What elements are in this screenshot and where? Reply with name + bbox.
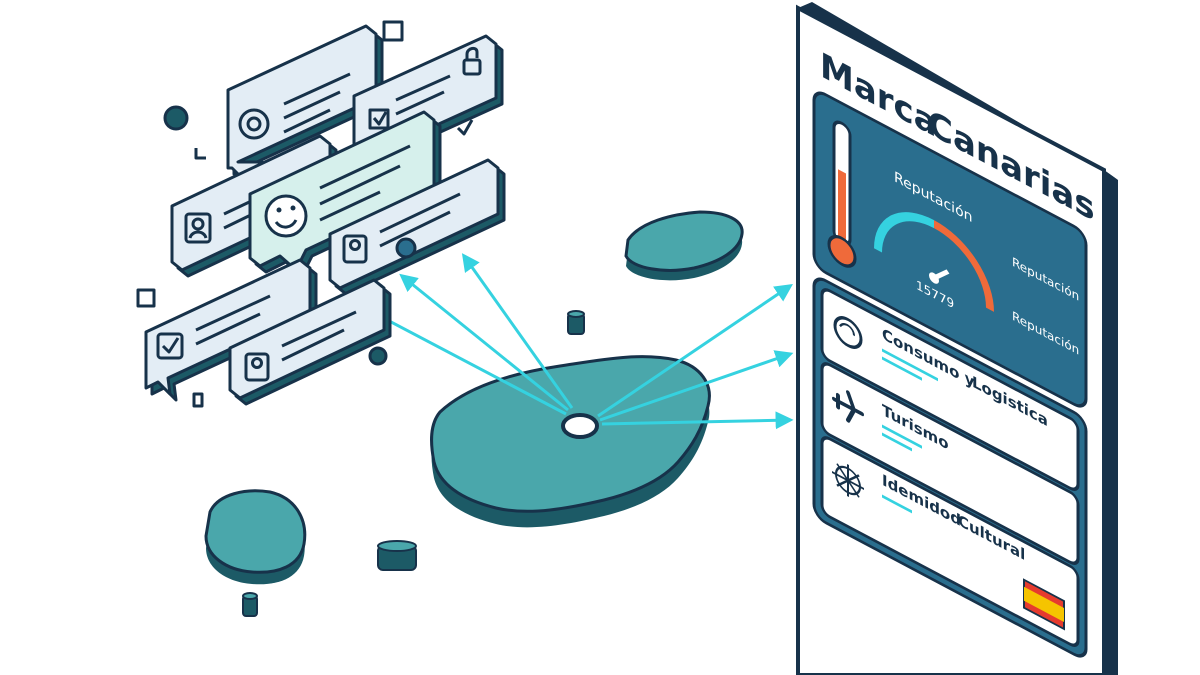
island-main bbox=[430, 355, 711, 528]
target-icon bbox=[238, 108, 270, 140]
connection-arrows bbox=[368, 253, 794, 430]
reputation-section: Reputación 15779 Reputación Reputación bbox=[812, 91, 1088, 408]
thermometer-icon bbox=[827, 120, 857, 268]
small-thumb-icon bbox=[194, 148, 206, 160]
smiley-icon bbox=[264, 194, 308, 238]
small-square-icon bbox=[382, 20, 404, 42]
user-icon-2 bbox=[342, 234, 368, 264]
bubble-user-bottom bbox=[228, 278, 392, 406]
island-top bbox=[624, 210, 744, 281]
category-list: Consumo y Logistica Turismo bbox=[812, 277, 1088, 658]
small-check-icon bbox=[456, 119, 474, 136]
info-dot-icon bbox=[163, 105, 189, 131]
airplane-icon bbox=[832, 390, 864, 423]
hub-ring bbox=[561, 413, 599, 439]
islands-group bbox=[204, 210, 744, 617]
arrow-to-bubbles-2 bbox=[399, 273, 569, 412]
user-icon-3 bbox=[244, 352, 270, 382]
play-dot-icon bbox=[368, 346, 388, 366]
social-bubbles-cluster bbox=[136, 20, 506, 408]
arrow-to-panel-2 bbox=[599, 350, 794, 422]
arrow-to-panel-1 bbox=[597, 283, 793, 418]
bubble-user-right bbox=[328, 158, 506, 296]
reputation-gauge bbox=[874, 212, 994, 312]
bubble-target bbox=[226, 24, 384, 188]
send-dot-icon bbox=[395, 237, 417, 259]
island-left bbox=[204, 489, 307, 585]
dashboard-panel: Marca Canarias Reputación bbox=[796, 2, 1118, 675]
checkbox-icon bbox=[368, 108, 390, 130]
check-icon bbox=[156, 332, 184, 360]
category-item-turismo[interactable]: Turismo bbox=[820, 361, 1080, 567]
small-checkbox-icon bbox=[136, 288, 156, 308]
lock-icon bbox=[462, 58, 482, 76]
arrow-to-panel-3 bbox=[601, 411, 794, 430]
spain-flag-icon bbox=[1023, 578, 1065, 631]
arrow-to-bubbles-3 bbox=[461, 253, 574, 409]
islet-pillar-2 bbox=[242, 592, 258, 617]
small-rect-icon bbox=[192, 392, 204, 408]
arrow-to-bubbles-1 bbox=[368, 310, 567, 416]
bubble-check bbox=[144, 258, 318, 402]
network-brain-icon bbox=[833, 316, 863, 349]
user-icon bbox=[184, 212, 212, 244]
compass-rose-icon bbox=[832, 463, 864, 498]
islet-pillar-3 bbox=[377, 540, 417, 571]
islet-pillar-1 bbox=[567, 310, 585, 335]
bubble-smiley bbox=[248, 110, 442, 278]
